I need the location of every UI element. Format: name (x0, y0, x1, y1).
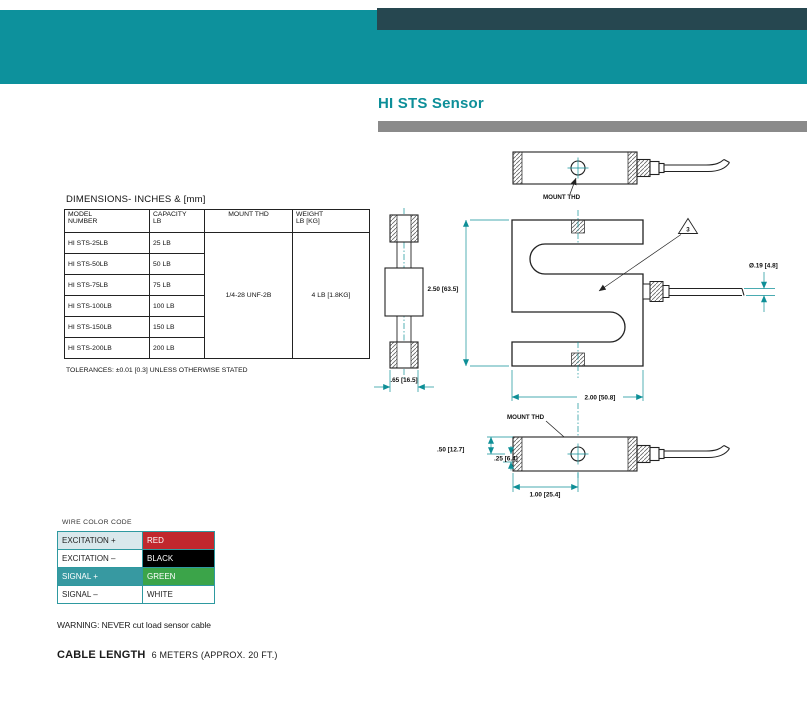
wire-row: SIGNAL + GREEN (57, 567, 215, 586)
wire-row: EXCITATION – BLACK (57, 549, 215, 568)
flag-note-label: 3 (686, 227, 690, 234)
wire-row: SIGNAL – WHITE (57, 585, 215, 604)
capacity-cell: 50 LB (149, 253, 205, 275)
wire-color-code-table: EXCITATION + RED EXCITATION – BLACK SIGN… (57, 531, 215, 604)
wire-color-code-title: WIRE COLOR CODE (62, 519, 132, 526)
wire-label-cell: EXCITATION – (57, 549, 143, 568)
dim-depth: .65 [16.5] (374, 370, 434, 392)
dim-half: .50 [12.7] (437, 436, 513, 455)
cable-length-label: CABLE LENGTH (57, 649, 146, 661)
dim-width-label: 2.00 [50.8] (585, 394, 616, 401)
table-row: HI STS-100LB 100 LB (64, 295, 370, 317)
dim-quarter: .25 [6.4] (494, 446, 518, 471)
mount-thd-label-top: MOUNT THD (543, 194, 581, 201)
load-cell-drawing: MOUNT THD .65 [16.5] (374, 151, 778, 499)
page-title: HI STS Sensor (378, 95, 484, 112)
table-row: HI STS-50LB 50 LB (64, 253, 370, 275)
dim-height-label: 2.50 [63.5] (428, 286, 459, 293)
dim-quarter-label: .25 [6.4] (494, 456, 518, 463)
dim-one-inch-label: 1.00 [25.4] (530, 492, 561, 499)
table-row: HI STS-150LB 150 LB (64, 316, 370, 338)
dim-cable-diameter: Ø.19 [4.8] (744, 263, 778, 312)
flag-note-3: 3 (598, 217, 699, 292)
model-cell: HI STS-75LB (64, 274, 150, 296)
dimensions-table: MODEL NUMBER CAPACITY LB MOUNT THD WEIGH… (64, 209, 370, 359)
title-underline-bar (378, 121, 807, 132)
load-cell-bottom-view (512, 403, 730, 478)
model-cell: HI STS-150LB (64, 316, 150, 338)
load-cell-top-view (512, 151, 730, 185)
dim-width: 2.00 [50.8] (511, 370, 644, 401)
dim-depth-label: .65 [16.5] (390, 377, 417, 384)
col-header-mount-thd: MOUNT THD (204, 209, 293, 233)
dim-height: 2.50 [63.5] (428, 219, 509, 367)
wire-label-cell: SIGNAL – (57, 585, 143, 604)
wire-color-cell: RED (142, 531, 215, 550)
capacity-cell: 100 LB (149, 295, 205, 317)
dim-one-inch: 1.00 [25.4] (512, 473, 579, 499)
mount-thd-cell: 1/4-28 UNF-2B (204, 232, 293, 359)
model-cell: HI STS-25LB (64, 232, 150, 254)
warning-note: WARNING: NEVER cut load sensor cable (57, 620, 211, 630)
col-header-capacity: CAPACITY LB (149, 209, 205, 233)
load-cell-side-view (384, 208, 424, 380)
col-header-model: MODEL NUMBER (64, 209, 150, 233)
wire-color-cell: WHITE (142, 585, 215, 604)
cable-length-line: CABLE LENGTH 6 METERS (APPROX. 20 FT.) (57, 645, 278, 663)
capacity-cell: 75 LB (149, 274, 205, 296)
capacity-cell: 150 LB (149, 316, 205, 338)
table-row: HI STS-25LB 25 LB 1/4-28 UNF-2B 4 LB [1.… (64, 232, 370, 359)
wire-label-cell: SIGNAL + (57, 567, 143, 586)
dimensions-table-title: DIMENSIONS- INCHES & [mm] (66, 194, 206, 205)
dim-cable-diameter-label: Ø.19 [4.8] (749, 263, 778, 270)
model-cell: HI STS-50LB (64, 253, 150, 275)
capacity-cell: 200 LB (149, 337, 205, 359)
dark-banner (377, 8, 807, 30)
model-cell: HI STS-100LB (64, 295, 150, 317)
wire-row: EXCITATION + RED (57, 531, 215, 550)
cable-length-value: 6 METERS (APPROX. 20 FT.) (151, 650, 278, 660)
mount-thd-callout-top: MOUNT THD (543, 177, 581, 201)
weight-cell: 4 LB [1.8KG] (292, 232, 370, 359)
model-cell: HI STS-200LB (64, 337, 150, 359)
dim-half-label: .50 [12.7] (437, 447, 464, 454)
wire-color-cell: BLACK (142, 549, 215, 568)
wire-color-cell: GREEN (142, 567, 215, 586)
col-header-weight: WEIGHT LB [KG] (292, 209, 370, 233)
tolerance-note: TOLERANCES: ±0.01 [0.3] UNLESS OTHERWISE… (66, 367, 248, 374)
dimensions-table-header-row: MODEL NUMBER CAPACITY LB MOUNT THD WEIGH… (64, 209, 370, 233)
load-cell-front-view (511, 210, 745, 378)
table-row: HI STS-200LB 200 LB (64, 337, 370, 359)
capacity-cell: 25 LB (149, 232, 205, 254)
mount-thd-label-bottom: MOUNT THD (507, 414, 545, 421)
wire-label-cell: EXCITATION + (57, 531, 143, 550)
